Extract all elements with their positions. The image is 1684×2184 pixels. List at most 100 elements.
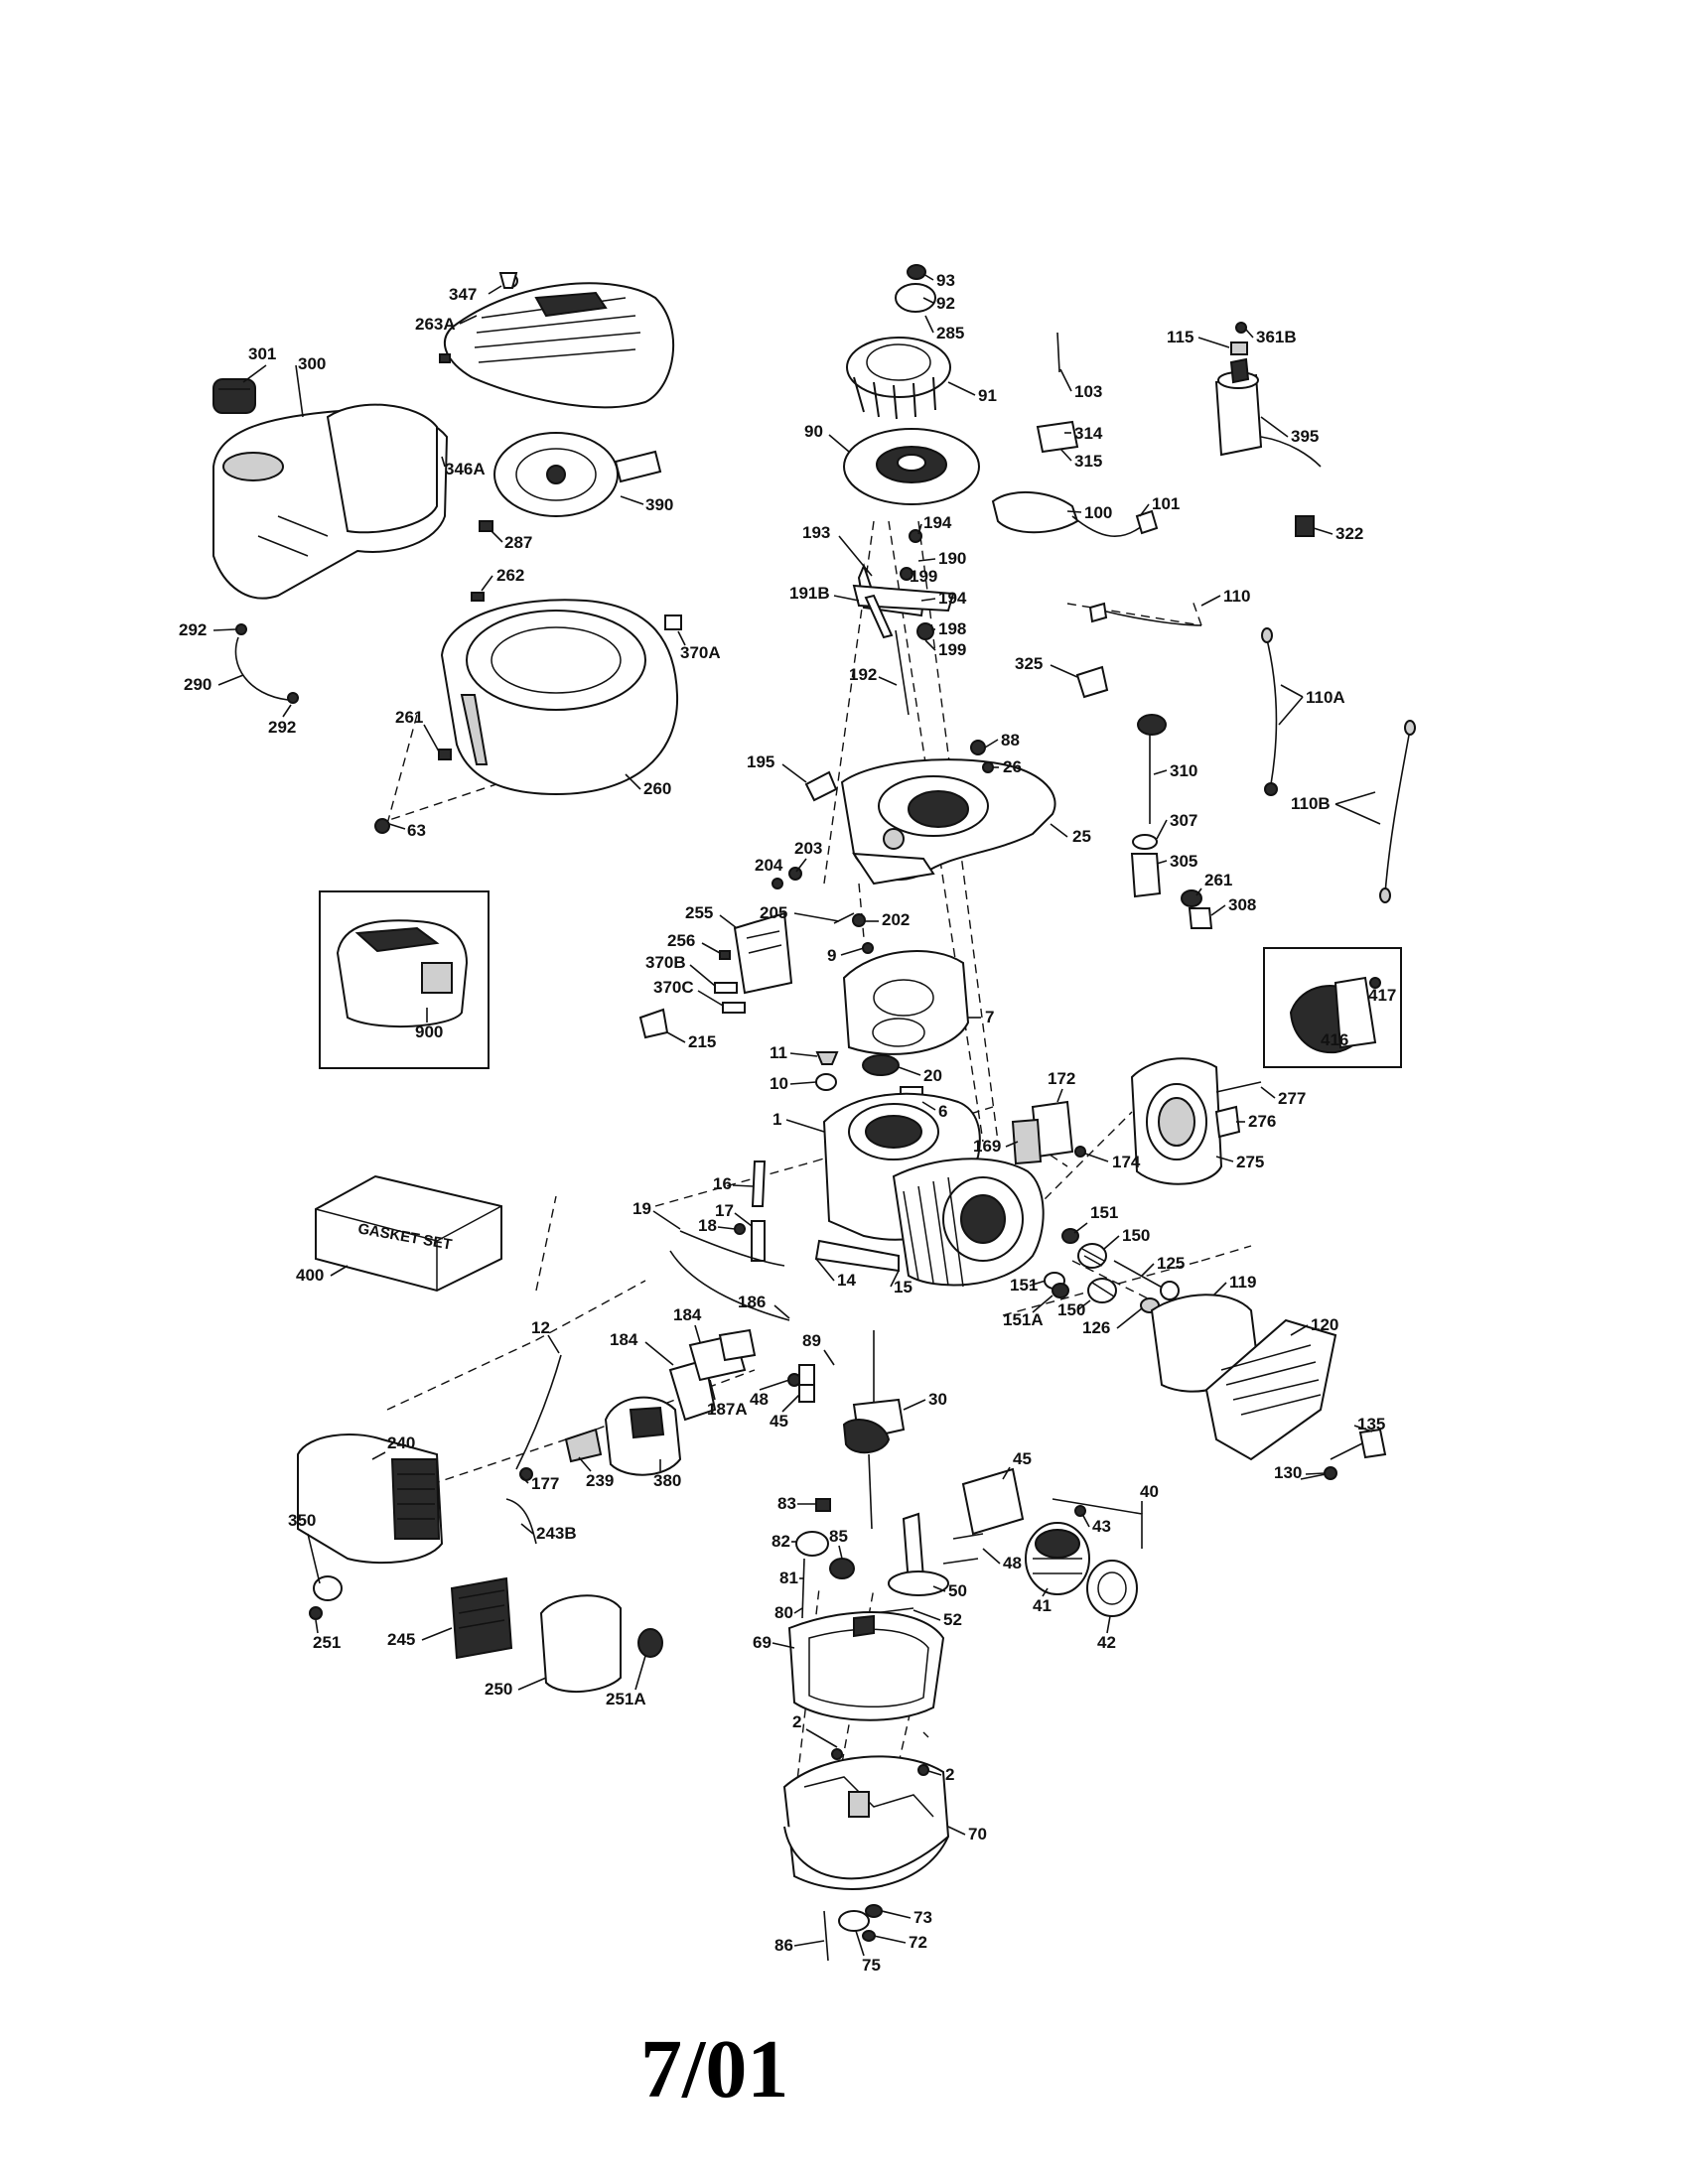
governor-levers-16-17-18-19 — [669, 1160, 790, 1321]
part-label: 191B — [789, 584, 830, 603]
part-label: 190 — [938, 549, 966, 568]
part-label: 245 — [387, 1630, 415, 1649]
part-label: 26 — [1003, 757, 1022, 776]
part-label: 85 — [829, 1527, 848, 1546]
part-label: 41 — [1033, 1596, 1052, 1615]
part-label: 172 — [1048, 1069, 1075, 1088]
part-labels: 347 263A 301 300 346A 390 287 262 292 29… — [179, 271, 1396, 1975]
crankshaft-30 — [842, 1330, 906, 1530]
part-label: 6 — [938, 1102, 947, 1121]
part-label: 42 — [1097, 1633, 1116, 1652]
part-label: 70 — [968, 1825, 987, 1843]
part-label: 88 — [1001, 731, 1020, 750]
bracket-325 — [1075, 665, 1109, 699]
part-label: 287 — [504, 533, 532, 552]
part-label: 307 — [1170, 811, 1197, 830]
part-label: 256 — [667, 931, 695, 950]
date-stamp: 7/01 — [640, 2023, 788, 2116]
part-label: 292 — [268, 718, 296, 737]
part-label: 194 — [938, 589, 967, 608]
part-label: 380 — [653, 1471, 681, 1490]
muffler-shield-inset — [1263, 947, 1402, 1068]
bracket-plate-255 — [638, 911, 793, 1039]
part-label: 93 — [936, 271, 955, 290]
part-label: 150 — [1122, 1226, 1150, 1245]
part-label: 290 — [184, 675, 211, 694]
part-label: 199 — [938, 640, 966, 659]
part-label: 69 — [753, 1633, 772, 1652]
fuel-line-110A — [1261, 627, 1278, 796]
part-label: 199 — [910, 567, 937, 586]
part-label: 292 — [179, 620, 207, 639]
part-label: 390 — [645, 495, 673, 514]
part-label: 275 — [1236, 1153, 1264, 1171]
fuel-tank-300 — [212, 403, 449, 600]
part-label: 239 — [586, 1471, 614, 1490]
part-label: 45 — [1013, 1449, 1032, 1468]
part-label: 205 — [760, 903, 787, 922]
part-label: 9 — [827, 946, 836, 965]
part-label: 100 — [1084, 503, 1112, 522]
part-label: 203 — [794, 839, 822, 858]
part-label: 350 — [288, 1511, 316, 1530]
part-label: 251A — [606, 1690, 646, 1708]
part-label: 48 — [1003, 1554, 1022, 1572]
part-label: 48 — [750, 1390, 769, 1409]
air-guide-172-169 — [1011, 1100, 1086, 1165]
part-label: 126 — [1082, 1318, 1110, 1337]
ignition-parts — [991, 332, 1159, 537]
sump-hardware-72-86 — [823, 1904, 883, 1962]
engine-block-1 — [814, 1092, 1045, 1288]
part-label: 25 — [1072, 827, 1091, 846]
part-label: 250 — [485, 1680, 512, 1699]
part-label: 12 — [531, 1318, 550, 1337]
part-label: 90 — [804, 422, 823, 441]
dipstick-310 — [1130, 714, 1213, 929]
blower-housing-260 — [440, 599, 679, 796]
part-label: 16 — [713, 1174, 732, 1193]
part-label: 193 — [802, 523, 830, 542]
governor-bracket-195 — [804, 770, 838, 802]
part-label: 184 — [610, 1330, 638, 1349]
throttle-parts-203-205 — [772, 867, 866, 927]
part-label: 346A — [445, 460, 486, 478]
part-label: 202 — [882, 910, 910, 929]
part-label: 2 — [945, 1765, 954, 1784]
part-label: 262 — [496, 566, 524, 585]
starter-assembly-390 — [493, 432, 662, 517]
part-label: 101 — [1152, 494, 1180, 513]
wire-110 — [1088, 602, 1202, 626]
cam-and-lifters-group — [795, 1467, 1025, 1619]
part-label: 130 — [1274, 1463, 1302, 1482]
part-label: 120 — [1311, 1315, 1338, 1334]
valve-train-125-150-151 — [1044, 1228, 1180, 1313]
part-label: 110B — [1291, 794, 1331, 813]
part-label: 301 — [248, 344, 276, 363]
engine-assembly-inset — [319, 890, 490, 1069]
part-label: 310 — [1170, 761, 1197, 780]
part-label: 263A — [415, 315, 456, 334]
part-label: 10 — [770, 1074, 788, 1093]
part-label: 14 — [837, 1271, 856, 1290]
solenoid-322 — [1295, 515, 1315, 537]
part-label: 243B — [536, 1524, 577, 1543]
part-label: 2 — [792, 1712, 801, 1731]
part-label: 63 — [407, 821, 426, 840]
part-label: 40 — [1140, 1482, 1159, 1501]
part-label: 45 — [770, 1412, 788, 1431]
part-label: 86 — [774, 1936, 793, 1955]
part-label: 361B — [1256, 328, 1297, 346]
part-label: 347 — [449, 285, 477, 304]
part-label: 315 — [1074, 452, 1102, 471]
part-label: 73 — [913, 1908, 932, 1927]
part-label: 103 — [1074, 382, 1102, 401]
part-label: 15 — [894, 1278, 912, 1297]
sump-gasket-69 — [787, 1610, 945, 1721]
part-label: 370C — [653, 978, 694, 997]
part-label: 18 — [698, 1216, 717, 1235]
part-label: 186 — [738, 1293, 766, 1311]
part-label: 72 — [909, 1933, 927, 1952]
fuel-line-110B — [1379, 720, 1416, 903]
part-label: 416 — [1321, 1030, 1348, 1049]
